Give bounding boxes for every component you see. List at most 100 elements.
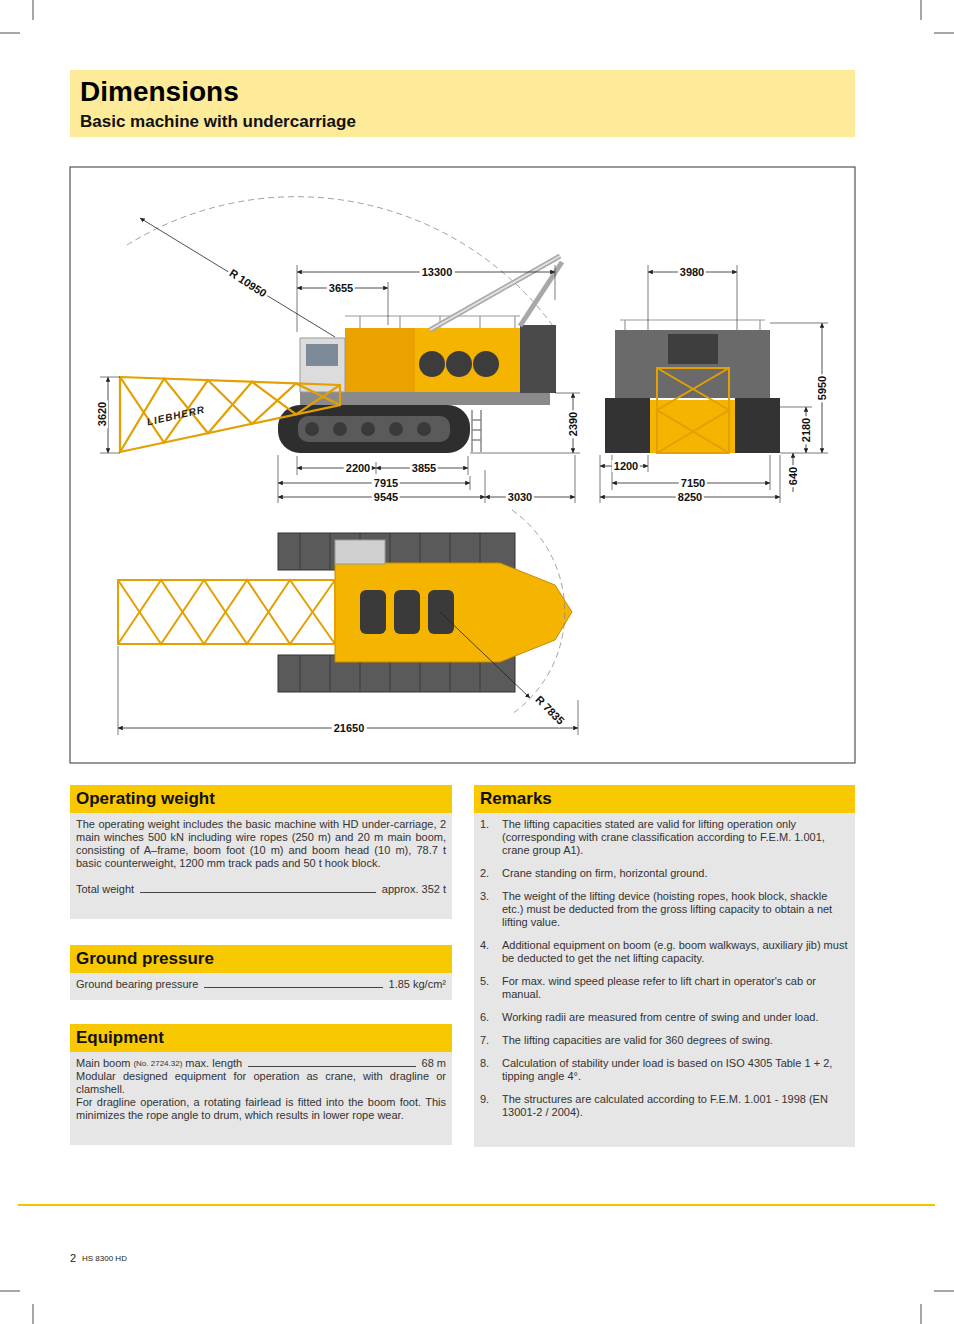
top-view [118,580,335,644]
extension-line [578,700,579,735]
remark-item: 5.For max. wind speed please refer to li… [480,975,849,1001]
side-view [399,316,400,328]
remark-item: 8.Calculation of stability under load is… [480,1057,849,1083]
side-view [472,439,481,441]
item-number: 8. [480,1057,502,1083]
dimension-label: 3980 [678,266,706,278]
remark-text: Working radii are measured from centre o… [502,1011,849,1024]
top-view [118,510,572,714]
remark-text: For max. wind speed please refer to lift… [502,975,849,1001]
front-view [620,320,765,330]
extension-line [297,265,298,332]
front-view [735,398,780,453]
item-number: 6. [480,1011,502,1024]
remark-item: 7.The lifting capacities are valid for 3… [480,1034,849,1047]
dimension-label: 3655 [327,282,355,294]
side-view [446,351,472,377]
dimension-label: 7915 [372,477,400,489]
side-view [472,419,481,421]
extension-line [118,646,119,735]
info-panel: Ground pressureGround bearing pressure1.… [70,945,452,1000]
leader-line [248,1066,415,1067]
value-row: Main boom(No. 2724.32)max. length68 m [76,1057,446,1070]
panel-body: Main boom(No. 2724.32)max. length68 mMod… [70,1052,452,1145]
side-view [345,315,520,316]
side-view [472,410,481,452]
dimension-label: 2390 [567,410,579,438]
extension-line [297,456,298,475]
dimension-label: 2200 [344,462,372,474]
remark-item: 2.Crane standing on firm, horizontal gro… [480,867,849,880]
top-view [394,590,420,634]
side-view [472,429,481,431]
dimension-label: 7150 [679,477,707,489]
item-number: 4. [480,939,502,965]
body-text: For dragline operation, a rotating fairl… [76,1096,446,1122]
body-text: The operating weight includes the basic … [76,818,446,870]
side-view [333,422,347,436]
side-view [471,410,473,452]
remark-text: Additional equipment on boom (e.g. boom … [502,939,849,965]
boom-lattice [120,377,340,452]
front-view [650,400,735,453]
leader-line [140,892,376,893]
extension-line [278,455,279,503]
side-view [305,422,319,436]
top-view [335,563,572,662]
top-view [300,655,301,692]
extension-line [648,455,649,472]
panel-body: Ground bearing pressure1.85 kg/cm² [70,973,452,1000]
side-view [514,316,515,328]
row-value: 68 m [422,1057,446,1070]
side-view [361,422,375,436]
dimension-label: 8250 [676,491,704,503]
side-view [306,344,338,366]
remark-item: 3.The weight of the lifting device (hois… [480,890,849,929]
dimension-label: 640 [787,465,799,487]
boom-lattice [120,377,340,443]
side-view [345,328,523,392]
remark-item: 1.The lifting capacities stated are vali… [480,818,849,857]
crop-mark [33,1304,34,1324]
body-text: Modular designed equipment for operation… [76,1070,446,1096]
top-view [118,580,335,644]
side-view [417,422,431,436]
radius-label: R 10950 [226,266,271,301]
extension-line [555,393,580,394]
drawing-frame [70,167,855,763]
top-view [330,533,331,570]
crop-mark [33,0,34,20]
top-view [335,540,385,564]
dimension-label: 3855 [410,462,438,474]
row-label: Main boom [76,1057,130,1070]
side-view [473,351,499,377]
crop-mark [934,33,954,34]
extension-line [485,470,486,503]
dimension-line [140,218,335,337]
part-number: (No. 2724.32) [133,1057,182,1070]
front-view [759,320,760,330]
item-number: 7. [480,1034,502,1047]
side-view [480,410,482,452]
top-view [360,590,454,634]
extension-line [470,476,471,490]
item-number: 5. [480,975,502,1001]
page-subtitle: Basic machine with undercarriage [80,112,356,132]
extension-line [100,265,828,735]
dimension-label: 21650 [332,722,367,734]
dimension-line [440,612,530,698]
item-number: 3. [480,890,502,929]
leader-line [204,987,382,988]
side-view [479,316,480,328]
panel-heading: Remarks [474,785,855,813]
extension-line [575,455,576,503]
remark-text: Crane standing on firm, horizontal groun… [502,867,849,880]
top-view [360,590,386,634]
item-number: 9. [480,1093,502,1119]
extension-line [376,462,377,474]
boom-lattice [120,377,340,452]
extension-line [770,323,828,324]
front-view [624,320,625,330]
extension-line [780,407,812,408]
